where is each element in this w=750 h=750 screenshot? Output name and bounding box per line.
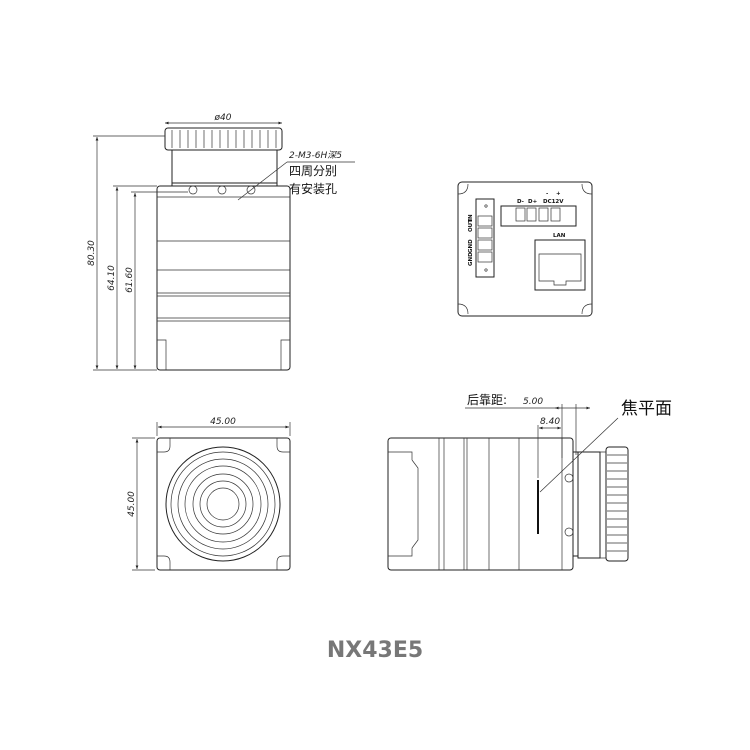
right-side-view: 后靠距: 5.00 8.40 焦平面 [387,393,672,571]
pin-label-in: IN [468,214,474,221]
dim-sensor-depth: 8.40 [540,417,560,427]
pin-label-dplus: D+ [528,199,538,205]
focal-plane-label: 焦平面 [621,399,672,419]
polarity-minus: - [546,191,548,197]
model-title: NX43E5 [326,638,424,663]
dim-height-holes: 61.60 [125,267,135,293]
pin-label-dminus: D- [517,199,524,205]
pin-label-gnd1: GND [468,239,474,253]
side-view: ø40 80.30 64.10 61.60 2-M3-6H深5 四周分别 有安装… [87,113,355,371]
pin-label-out: OUT [468,219,474,232]
knurl-lines [171,130,277,148]
back-focus-value: 5.00 [523,397,543,407]
front-view: 45.00 45.00 [127,417,291,571]
back-view: OUT IN GND GND D- D+ DC12V - + LAN [457,181,593,317]
pin-label-dc12v: DC12V [543,199,564,205]
mounting-note-line2: 四周分别 [289,164,337,178]
mounting-note-line3: 有安装孔 [289,181,337,196]
dim-height-body: 64.10 [107,265,117,291]
dim-front-width: 45.00 [210,417,236,427]
lan-label: LAN [553,233,566,239]
back-focus-label: 后靠距: [467,393,507,407]
pin-label-gnd2: GND [468,252,474,266]
mounting-hole-note: 2-M3-6H深5 [289,150,342,161]
dim-height-total: 80.30 [87,240,97,266]
polarity-plus: + [556,191,561,197]
dim-front-height: 45.00 [127,491,137,517]
dim-lens-diameter: ø40 [214,113,232,123]
